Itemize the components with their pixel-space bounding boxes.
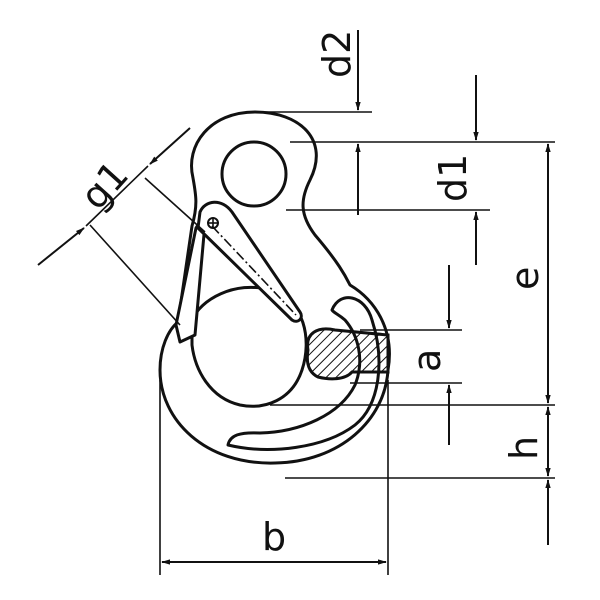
dim-g1-lower-arrow [37,227,85,266]
label-e: e [503,267,547,290]
label-b: b [262,515,286,559]
ext-g1-upper [144,177,206,233]
extension-lines [89,111,555,575]
throat-opening [190,285,308,408]
dimension-lines [37,30,551,565]
dim-g1-between [85,165,149,227]
hatched-section [305,327,390,381]
latch-centerline [211,225,297,316]
label-d1: d1 [431,154,475,202]
label-d2: d2 [315,30,359,78]
dim-g1-upper-arrow [149,127,191,165]
eye-hole [220,140,288,208]
ext-g1-lower [89,224,181,326]
safety-latch [174,200,303,344]
label-a: a [405,349,449,372]
latch-arm [196,200,303,323]
label-h: h [502,436,546,460]
label-g1: g1 [72,153,137,218]
